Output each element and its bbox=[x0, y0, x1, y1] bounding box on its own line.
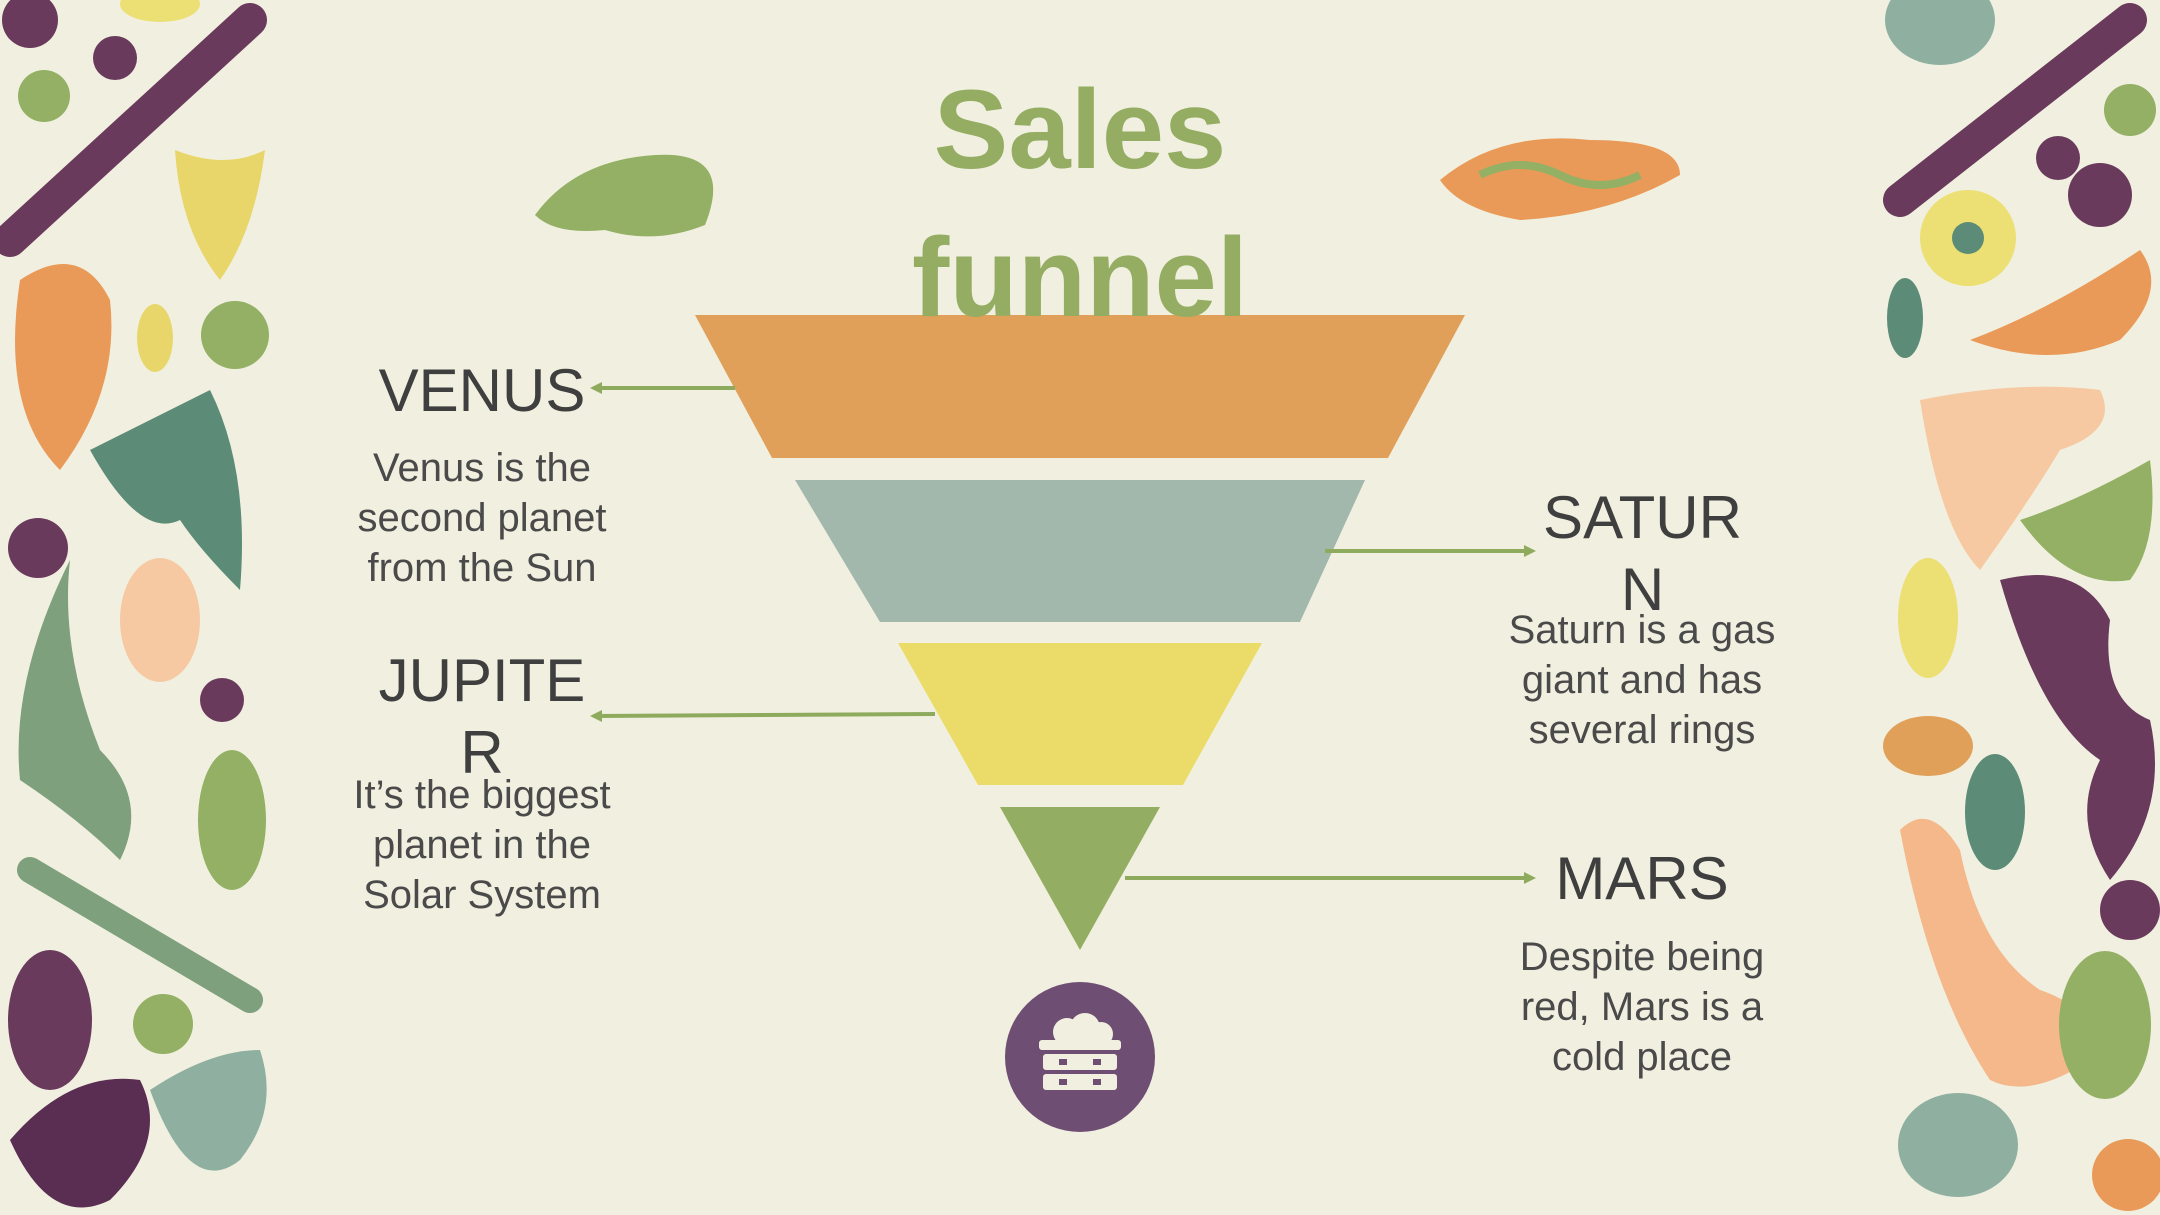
stage-description-venus: Venus is the second planet from the Sun bbox=[357, 446, 607, 590]
decorative-blob-orange-detail bbox=[1478, 161, 1642, 189]
decorative-blob-green bbox=[535, 154, 714, 237]
funnel-output-badge bbox=[1005, 982, 1155, 1132]
stage-label-mars: MARS bbox=[1555, 845, 1729, 912]
stage-label-saturn: SATURN bbox=[1543, 484, 1742, 623]
arrowhead-saturn bbox=[1524, 545, 1536, 557]
stage-label-jupiter: JUPITER bbox=[378, 647, 586, 786]
arrowhead-jupiter bbox=[590, 710, 602, 722]
stage-description-mars: Despite being red, Mars is a cold place bbox=[1519, 935, 1765, 1079]
left-decorative-shapes bbox=[0, 0, 269, 1208]
funnel-stage-3 bbox=[898, 643, 1262, 785]
arrowhead-venus bbox=[590, 382, 602, 394]
stage-label-venus: VENUS bbox=[378, 357, 586, 424]
funnel-stage-4 bbox=[1000, 807, 1160, 950]
funnel-stage-2 bbox=[795, 480, 1365, 622]
funnel-stage-1 bbox=[695, 315, 1465, 458]
arrowhead-mars bbox=[1524, 872, 1536, 884]
stage-description-saturn: Saturn is a gas giant and has several ri… bbox=[1508, 608, 1776, 752]
page-title: Sales funnel bbox=[912, 67, 1248, 340]
right-decorative-shapes bbox=[1883, 0, 2160, 1211]
connector-jupiter bbox=[594, 712, 936, 718]
stage-description-jupiter: It’s the biggest planet in the Solar Sys… bbox=[353, 773, 611, 917]
basket-icon bbox=[1039, 1013, 1121, 1090]
